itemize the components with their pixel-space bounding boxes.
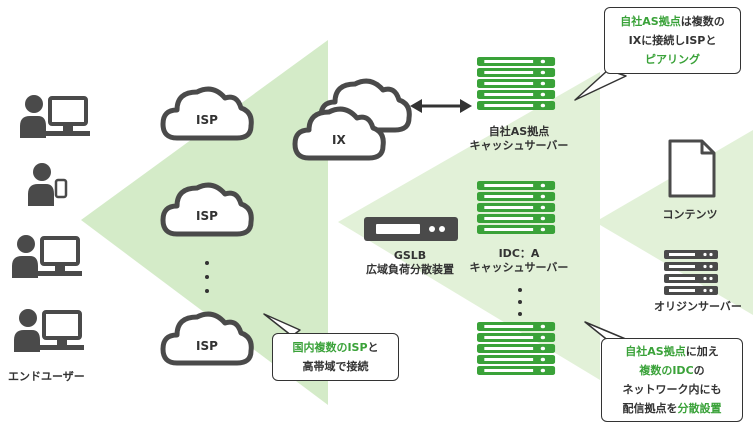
callout-own-as-peering: 自社AS拠点は複数の IXに接続しISPと ピアリング [604, 7, 741, 74]
isp-ellipsis [205, 261, 209, 293]
server-rack-icon [477, 322, 556, 375]
idc-cache-label: IDC：A キャッシュサーバー [469, 247, 569, 274]
user-desktop-icon [18, 93, 92, 140]
user-desktop-icon [12, 307, 86, 354]
isp-label: ISP [196, 113, 218, 127]
double-arrow-icon [410, 99, 472, 113]
server-rack-icon [477, 57, 556, 110]
cache-distribution-beam [338, 72, 600, 380]
user-desktop-icon [10, 233, 84, 280]
gslb-label: GSLB 広域負荷分散装置 [366, 249, 454, 276]
user-smartphone-icon [28, 163, 68, 206]
server-rack-icon [664, 250, 718, 295]
server-rack-icon [477, 181, 556, 234]
callout-isp-bandwidth: 国内複数のISPと 高帯域で接続 [272, 333, 399, 381]
origin-server-label: オリジンサーバー [654, 300, 742, 313]
callout-idc-distribution: 自社AS拠点に加え 複数のIDCの ネットワーク内にも 配信拠点を分散設置 [601, 338, 743, 422]
ix-label: IX [332, 133, 346, 147]
load-balancer-icon [364, 217, 458, 241]
document-icon [668, 139, 716, 198]
contents-label: コンテンツ [662, 208, 718, 221]
isp-label: ISP [196, 339, 218, 353]
cache-ellipsis [518, 288, 522, 316]
end-user-label: エンドユーザー [8, 370, 85, 383]
own-as-cache-label: 自社AS拠点 キャッシュサーバー [469, 125, 569, 152]
isp-label: ISP [196, 209, 218, 223]
